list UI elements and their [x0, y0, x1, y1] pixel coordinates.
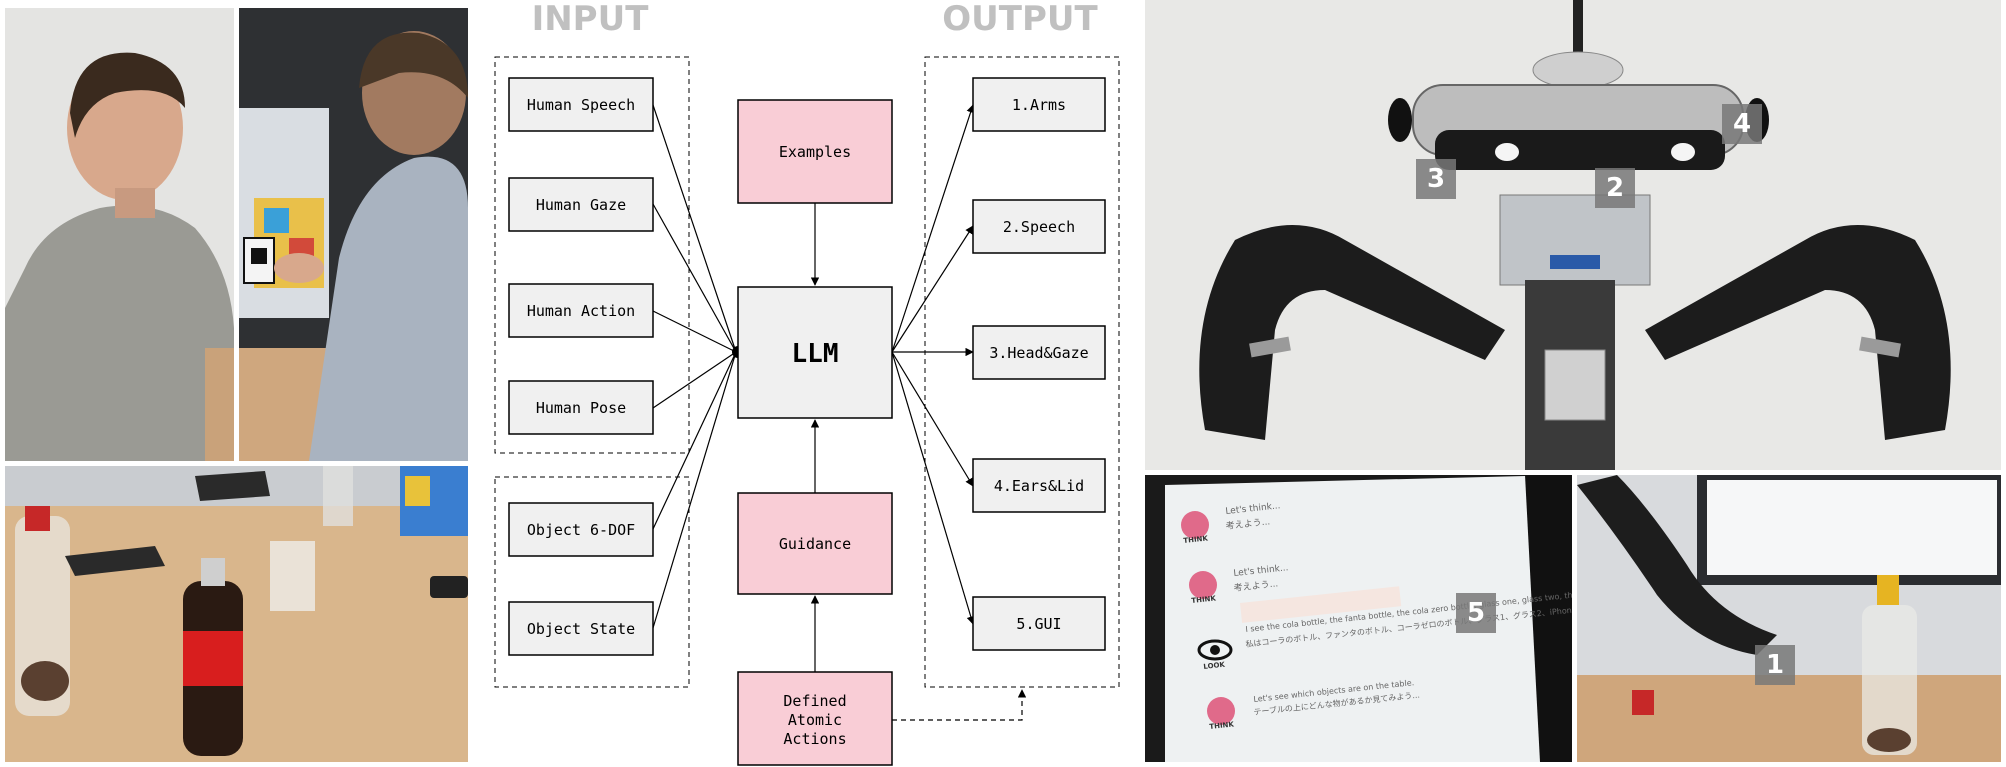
svg-text:3.Head&Gaze: 3.Head&Gaze	[989, 344, 1088, 362]
output-box-arms: 1.Arms	[972, 77, 1106, 132]
svg-text:Human Action: Human Action	[527, 302, 635, 320]
photo-robot-head-arms: 2 3 4	[1145, 0, 2001, 470]
object-input-group	[494, 476, 690, 688]
svg-text:Examples: Examples	[779, 143, 851, 161]
output-box-gui: 5.GUI	[972, 596, 1106, 651]
input-heading: INPUT	[532, 0, 650, 39]
input-box-human-gaze: Human Gaze	[508, 177, 654, 232]
svg-text:LLM: LLM	[792, 339, 839, 369]
examples-box: Examples	[737, 99, 893, 204]
atomic-to-output-dashed	[892, 689, 1027, 721]
photo-human-holding-object	[239, 8, 468, 461]
svg-text:Atomic: Atomic	[788, 711, 842, 729]
svg-text:Human Pose: Human Pose	[536, 399, 626, 417]
badge-3: 3	[1416, 159, 1456, 199]
photo-human-facing-robot	[5, 8, 234, 461]
pipeline-diagram: INPUT OUTPUT Human Speech Human Gaze Hum…	[494, 0, 1120, 766]
badge-1: 1	[1755, 645, 1795, 685]
svg-text:2.Speech: 2.Speech	[1003, 218, 1075, 236]
input-connectors	[652, 104, 737, 629]
output-box-speech: 2.Speech	[972, 199, 1106, 254]
output-box-ears-lid: 4.Ears&Lid	[972, 458, 1106, 513]
output-connectors	[810, 104, 975, 672]
guidance-box: Guidance	[737, 492, 893, 595]
svg-text:Actions: Actions	[783, 730, 846, 748]
badge-2: 2	[1595, 168, 1635, 208]
svg-text:1.Arms: 1.Arms	[1012, 96, 1066, 114]
output-box-head-gaze: 3.Head&Gaze	[972, 325, 1106, 380]
llm-box: LLM	[737, 286, 893, 419]
svg-text:Human Gaze: Human Gaze	[536, 196, 626, 214]
badge-4: 4	[1722, 104, 1762, 144]
output-heading: OUTPUT	[942, 0, 1098, 39]
input-box-human-speech: Human Speech	[508, 77, 654, 132]
input-box-human-pose: Human Pose	[508, 380, 654, 435]
input-box-object-6dof: Object 6-DOF	[508, 502, 654, 557]
svg-text:Object State: Object State	[527, 620, 635, 638]
svg-text:Human Speech: Human Speech	[527, 96, 635, 114]
svg-text:Defined: Defined	[783, 692, 846, 710]
photo-gui-tablet: THINK Let's think... 考えよう... THINK Let's…	[1145, 475, 1572, 762]
svg-text:4.Ears&Lid: 4.Ears&Lid	[994, 477, 1084, 495]
photo-robot-arm-bottle: 1	[1577, 475, 2001, 762]
badge-5: 5	[1456, 593, 1496, 633]
svg-text:5.GUI: 5.GUI	[1016, 615, 1061, 633]
svg-text:Guidance: Guidance	[779, 535, 851, 553]
output-group	[924, 56, 1120, 688]
human-input-group	[494, 56, 690, 454]
photo-table-bottles	[5, 466, 468, 762]
atomic-actions-box: Defined Atomic Actions	[737, 671, 893, 766]
input-box-object-state: Object State	[508, 601, 654, 656]
input-box-human-action: Human Action	[508, 283, 654, 338]
svg-text:Object 6-DOF: Object 6-DOF	[527, 521, 635, 539]
